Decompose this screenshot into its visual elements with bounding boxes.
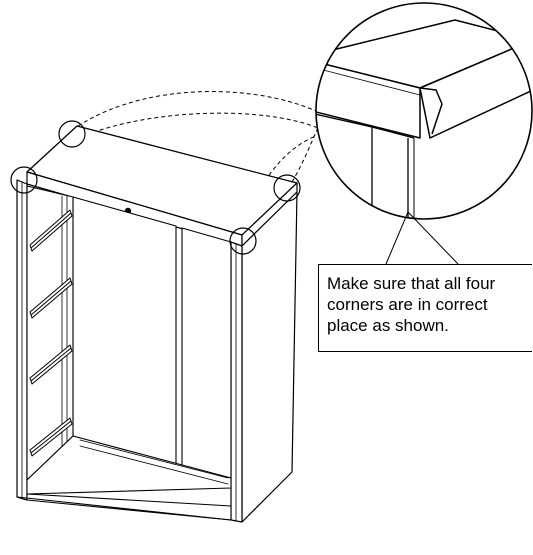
guide-arc-back-left <box>77 91 319 127</box>
callout-line-3: place as shown. <box>327 316 449 335</box>
detail-top-right-edge <box>419 39 532 139</box>
corner-circle-front-left <box>10 166 38 194</box>
drawer-runners <box>29 209 73 457</box>
corner-circle-front-right <box>229 227 257 255</box>
magnified-corner-detail <box>315 2 533 220</box>
callout-line-2: corners are in correct <box>327 295 488 314</box>
bottom-shelf <box>26 435 232 495</box>
wardrobe <box>16 125 298 523</box>
floor-edge <box>16 496 232 521</box>
corner-circle-back-right <box>273 174 301 202</box>
back-panel-right <box>181 227 232 479</box>
right-side-panel <box>241 191 298 523</box>
callout-box: Make sure that all four corners are in c… <box>318 264 532 352</box>
corner-circle-back-left <box>58 120 86 148</box>
callout-line-1: Make sure that all four <box>327 274 496 293</box>
right-front-edge <box>230 241 243 523</box>
plinth <box>26 493 232 521</box>
corner-markers <box>10 120 301 255</box>
detail-chamfer <box>419 87 443 135</box>
detail-side-front <box>316 111 373 128</box>
guide-arc-back-right <box>291 127 319 183</box>
callout-leader <box>385 211 459 265</box>
detail-top-front-edge <box>316 57 421 139</box>
back-panel-left <box>72 196 177 467</box>
